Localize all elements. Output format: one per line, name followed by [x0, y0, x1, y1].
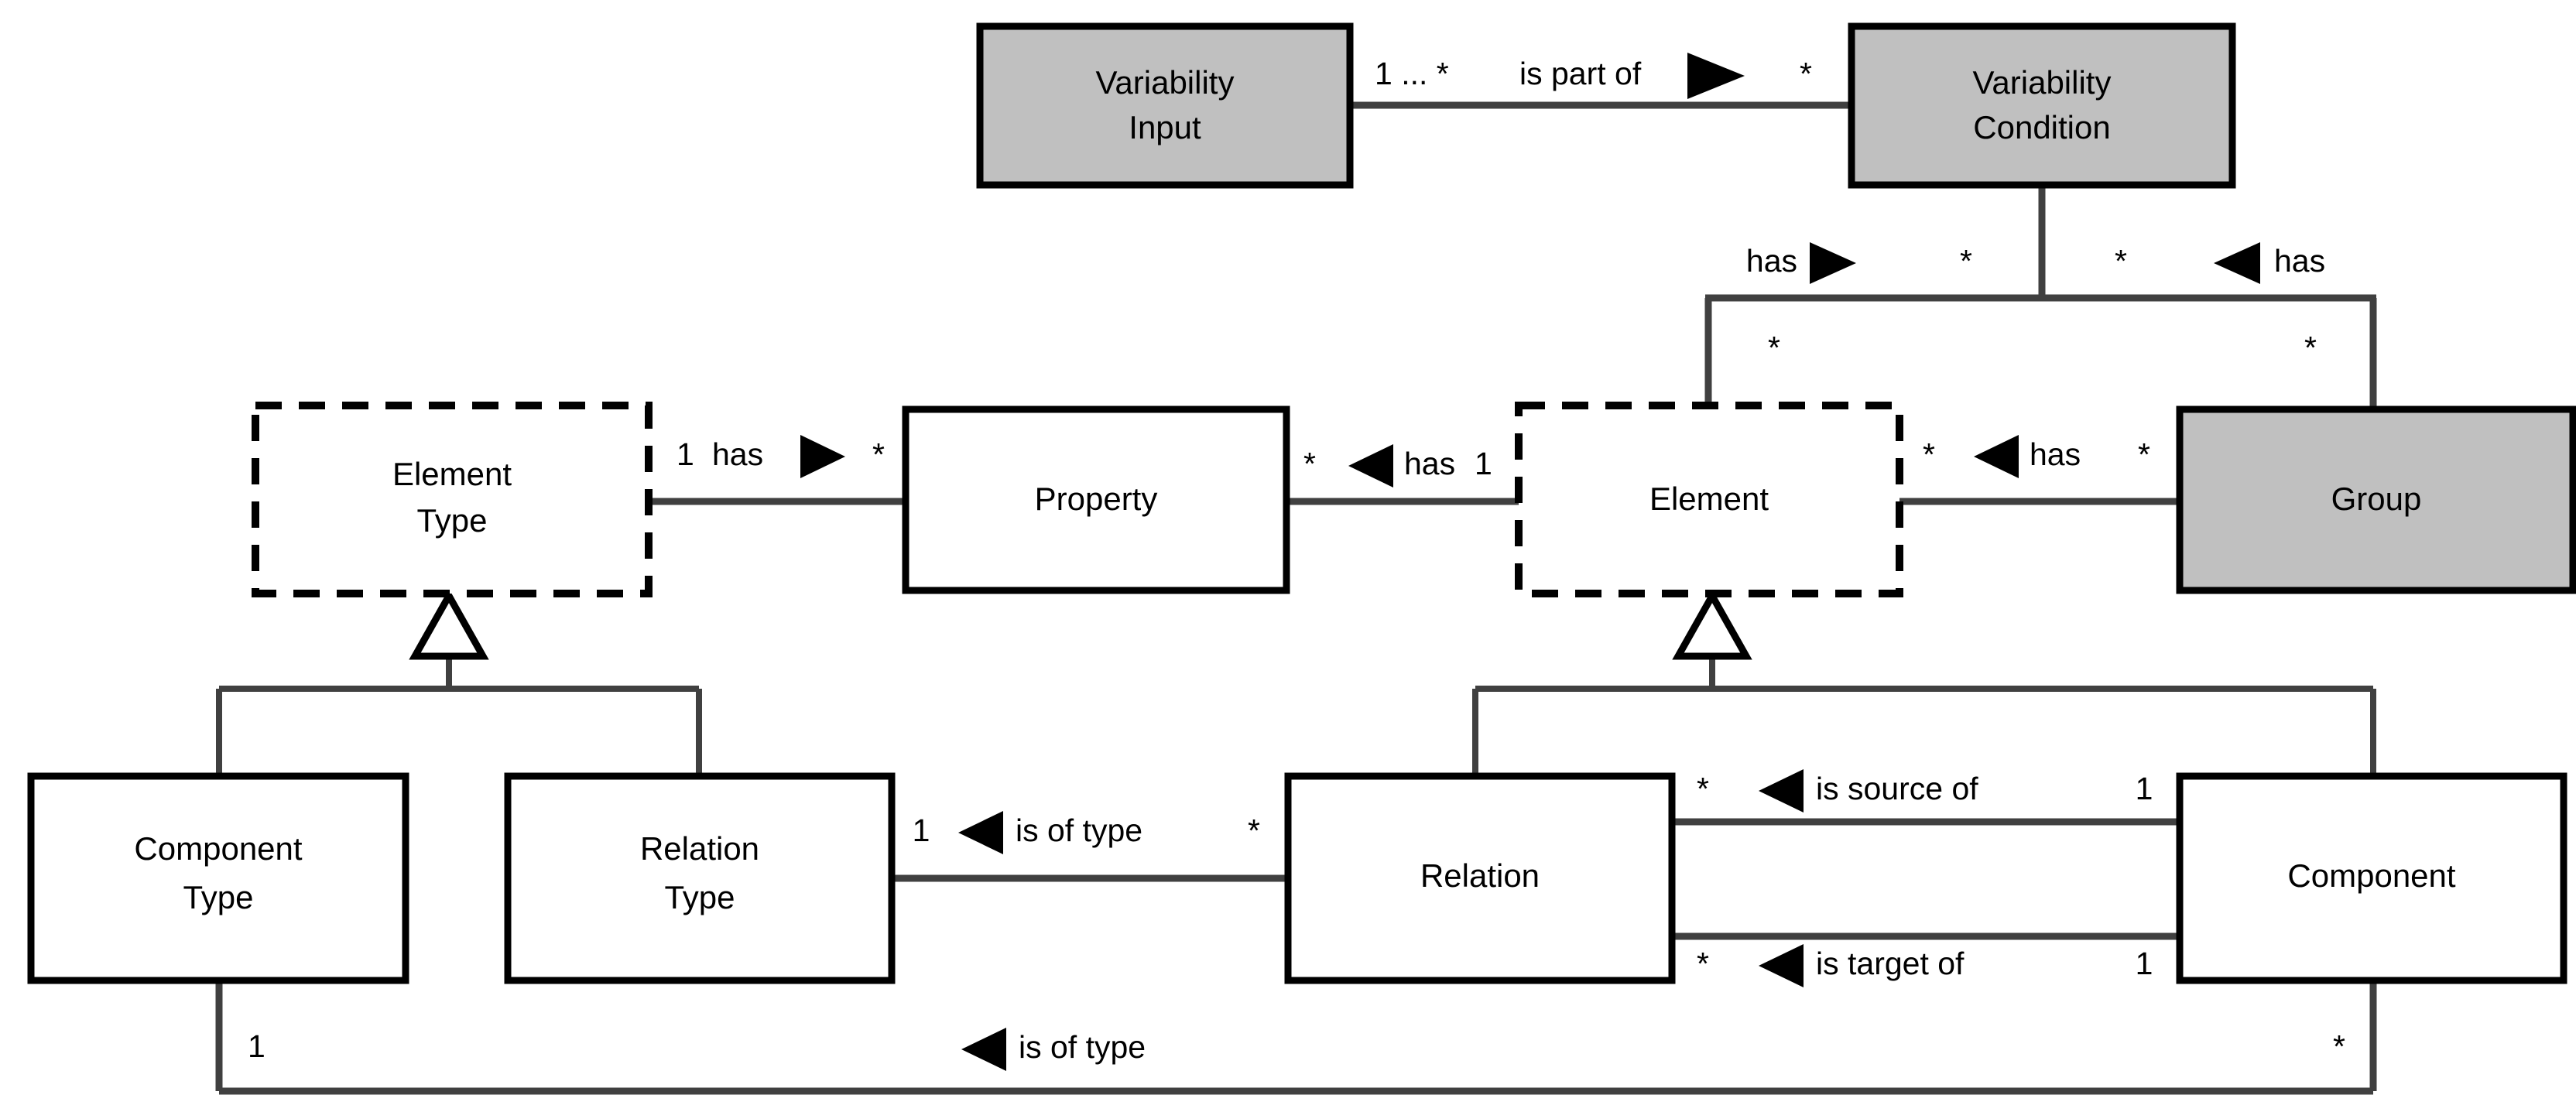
- navigability-arrow-element-has-property: [1348, 444, 1393, 488]
- class-rect-element-type: [252, 402, 653, 597]
- generalization-triangle-element-type: [409, 588, 489, 660]
- class-rect-component-type: [27, 772, 409, 984]
- class-box-relation[interactable]: Relation: [1284, 772, 1676, 984]
- multiplicity-is-source-of-src: *: [1697, 771, 1709, 806]
- multiplicity-condition-is-part-of: *: [1800, 56, 1812, 91]
- class-box-variability-input[interactable]: Variability Input: [976, 22, 1354, 189]
- class-rect-component: [2176, 772, 2567, 984]
- class-name-relation: Relation: [1420, 857, 1540, 894]
- class-rect-variability-input: [976, 22, 1354, 189]
- navigability-arrow-is-part-of: [1687, 53, 1745, 99]
- assoc-label-element-has-property: has: [1404, 446, 1455, 481]
- assoc-label-is-source-of: is source of: [1816, 771, 1978, 806]
- class-box-component[interactable]: Component: [2176, 772, 2567, 984]
- multiplicity-elementtype-has-property-src: 1: [677, 436, 694, 472]
- assoc-label-is-part-of: is part of: [1519, 56, 1642, 91]
- multiplicity-condition-has-group-src: *: [2115, 243, 2127, 279]
- multiplicity-element-has-property-tgt: 1: [1475, 446, 1492, 481]
- class-box-element[interactable]: Element: [1515, 402, 1903, 597]
- generalization-triangle-element: [1672, 588, 1752, 660]
- multiplicity-is-target-of-src: *: [1697, 946, 1709, 981]
- multiplicity-elementtype-has-property-tgt: *: [872, 436, 885, 472]
- class-rect-element: [1515, 402, 1903, 597]
- multiplicity-relation-is-of-type-src: 1: [913, 813, 930, 848]
- class-name-property: Property: [1035, 481, 1158, 517]
- class-name-group: Group: [2331, 481, 2422, 517]
- class-name-element: Element: [1649, 481, 1769, 517]
- multiplicity-bottom-is-of-type-src: 1: [248, 1028, 265, 1064]
- assoc-label-condition-has-element: has: [1746, 243, 1797, 279]
- multiplicity-group-has-element-tgt: *: [2138, 436, 2150, 472]
- class-box-relation-type[interactable]: Relation Type: [504, 772, 896, 984]
- multiplicity-condition-has-element-src: *: [1960, 243, 1972, 279]
- assoc-label-condition-has-group: has: [2274, 243, 2325, 279]
- navigability-arrow-condition-has-group: [2214, 242, 2260, 284]
- navigability-arrow-condition-has-element: [1810, 242, 1856, 284]
- class-rect-property: [902, 405, 1290, 594]
- class-box-component-type[interactable]: Component Type: [27, 772, 409, 984]
- navigability-arrow-group-has-element: [1974, 435, 2019, 478]
- multiplicity-input-is-part-of: 1 ... *: [1375, 56, 1449, 91]
- navigability-arrow-is-target-of: [1759, 944, 1804, 987]
- multiplicity-condition-has-element-tgt: *: [1768, 330, 1780, 365]
- class-rect-relation: [1284, 772, 1676, 984]
- navigability-arrow-is-source-of: [1759, 769, 1804, 813]
- class-name-variability-condition-line2: Condition: [1973, 109, 2110, 145]
- class-name-component-type-line2: Type: [183, 879, 253, 915]
- class-box-group[interactable]: Group: [2176, 405, 2576, 594]
- assoc-label-bottom-is-of-type: is of type: [1019, 1029, 1146, 1065]
- navigability-arrow-elementtype-has-property: [800, 435, 845, 478]
- navigability-arrow-relation-is-of-type: [958, 811, 1003, 854]
- class-box-element-type[interactable]: Element Type: [252, 402, 653, 597]
- class-name-relation-type-line2: Type: [664, 879, 735, 915]
- class-box-property[interactable]: Property: [902, 405, 1290, 594]
- class-rect-group: [2176, 405, 2576, 594]
- class-name-variability-input-line1: Variability: [1096, 64, 1235, 101]
- multiplicity-condition-has-group-tgt: *: [2304, 330, 2317, 365]
- class-name-component-type-line1: Component: [134, 830, 302, 867]
- multiplicity-relation-is-of-type-tgt: *: [1248, 813, 1260, 848]
- multiplicity-element-has-property-src: *: [1303, 446, 1316, 481]
- assoc-label-is-target-of: is target of: [1816, 946, 1965, 981]
- multiplicity-group-has-element-src: *: [1923, 436, 1935, 472]
- class-name-variability-input-line2: Input: [1129, 109, 1201, 145]
- multiplicity-is-target-of-tgt: 1: [2136, 946, 2153, 981]
- assoc-label-relation-is-of-type: is of type: [1016, 813, 1142, 848]
- class-rect-relation-type: [504, 772, 896, 984]
- class-name-component: Component: [2287, 857, 2455, 894]
- class-name-element-type-line2: Type: [416, 502, 487, 539]
- class-rect-variability-condition: [1848, 22, 2236, 189]
- class-name-variability-condition-line1: Variability: [1973, 64, 2112, 101]
- class-name-element-type-line1: Element: [392, 456, 512, 492]
- multiplicity-bottom-is-of-type-tgt: *: [2333, 1028, 2345, 1064]
- class-name-relation-type-line1: Relation: [640, 830, 759, 867]
- assoc-label-group-has-element: has: [2030, 436, 2081, 472]
- class-box-variability-condition[interactable]: Variability Condition: [1848, 22, 2236, 189]
- multiplicity-is-source-of-tgt: 1: [2136, 771, 2153, 806]
- navigability-arrow-bottom-is-of-type: [961, 1028, 1006, 1071]
- assoc-label-elementtype-has-property: has: [712, 436, 763, 472]
